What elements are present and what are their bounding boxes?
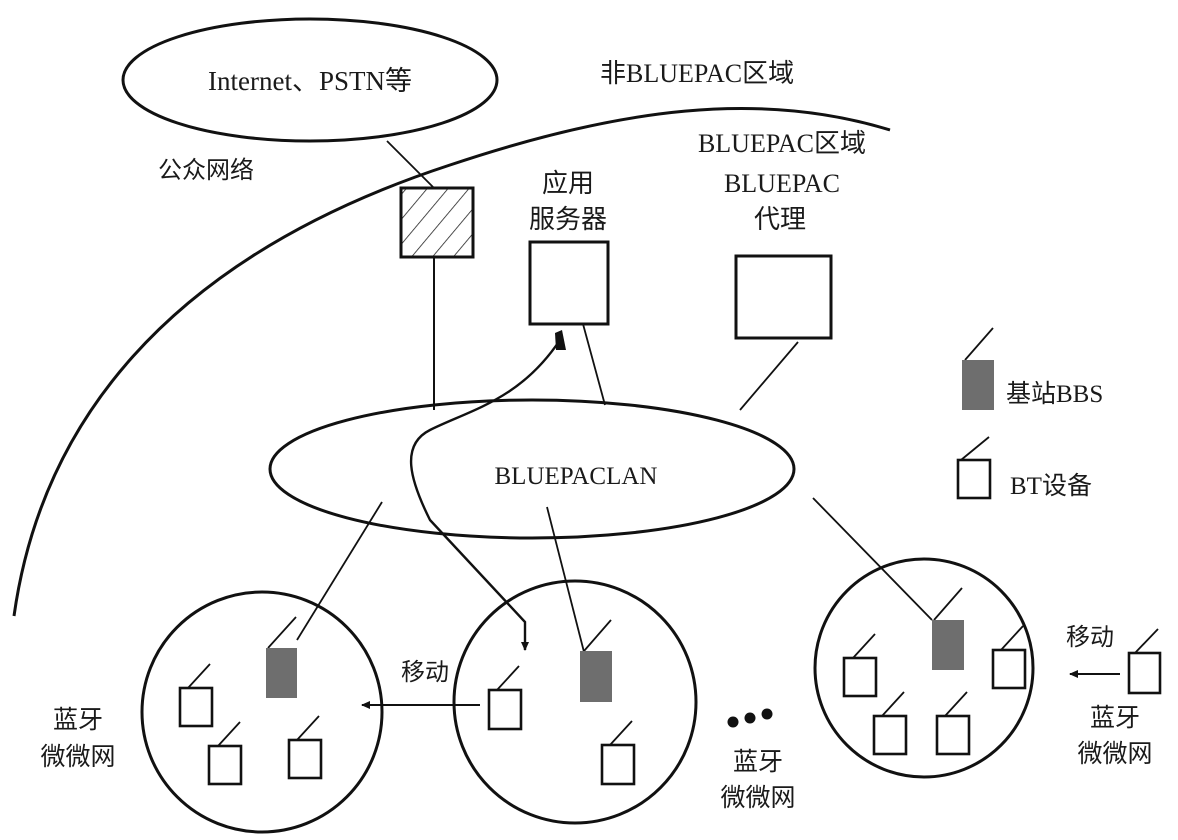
piconet-3-label-line2: 微微网: [1077, 739, 1152, 768]
lan-to-bbs2-link: [546, 506, 585, 653]
bt-device: [935, 691, 971, 756]
bt-device-incoming: [1127, 628, 1162, 695]
bluepac-lan: BLUEPACLAN: [268, 398, 796, 540]
base-station: [266, 616, 297, 698]
public-network-cloud: Internet、PSTN等: [121, 17, 499, 143]
bt-device: [600, 720, 636, 786]
bt-device: [991, 625, 1027, 690]
lan-to-bbs1-link: [296, 501, 383, 641]
app-server-to-lan-link: [582, 323, 606, 406]
bluepac-agent-box: [734, 254, 833, 340]
bluepac-region-label: BLUEPAC区域: [698, 129, 866, 158]
piconet-3-label-line1: 蓝牙: [1090, 703, 1140, 732]
app-server-label-line1: 应用: [542, 169, 594, 199]
antenna-icon: [964, 327, 994, 361]
gateway-to-public-link: [386, 140, 435, 189]
region-boundary-curve: [12, 106, 891, 617]
base-station: [932, 587, 964, 670]
app-server-label-line2: 服务器: [529, 205, 607, 235]
piconet-1: [140, 590, 384, 834]
piconet-2-label-line1: 蓝牙: [733, 747, 783, 776]
bt-device: [178, 663, 214, 728]
lan-to-bbs3-link: [812, 497, 933, 621]
legend-base-station-label: 基站BBS: [1006, 380, 1103, 408]
legend-base-station: 基站BBS: [962, 327, 1103, 410]
bt-device: [872, 691, 908, 756]
bt-device: [207, 721, 243, 786]
agent-to-lan-link: [739, 341, 799, 411]
base-station-icon: [962, 360, 994, 410]
non-bluepac-region-label: 非BLUEPAC区域: [600, 59, 794, 88]
bluepac-agent-label-line1: BLUEPAC: [724, 169, 840, 198]
public-network-label: 公众网络: [158, 156, 254, 184]
public-network-cloud-label: Internet、PSTN等: [208, 66, 412, 96]
handover-arrowhead-up: [555, 330, 566, 350]
base-station: [580, 619, 612, 702]
antenna-icon: [960, 436, 990, 461]
piconet-2-label-line2: 微微网: [720, 783, 795, 812]
bt-device-moving: [487, 665, 523, 731]
piconet-2: [452, 579, 698, 825]
legend-bt-device: BT设备: [956, 436, 1092, 500]
bluepac-lan-label: BLUEPACLAN: [495, 463, 658, 490]
app-server-box: [528, 240, 610, 326]
piconet-1-label-line2: 微微网: [40, 742, 115, 771]
bt-device-icon: [956, 458, 992, 500]
move-label-right: 移动: [1066, 623, 1114, 651]
bluepac-agent-label-line2: 代理: [754, 205, 806, 235]
piconet-1-label-line1: 蓝牙: [53, 705, 103, 734]
move-label-left: 移动: [401, 658, 449, 686]
gateway-box: [399, 186, 475, 259]
legend-bt-device-label: BT设备: [1010, 472, 1092, 500]
bt-device: [287, 715, 323, 780]
legend: 基站BBS BT设备: [956, 327, 1103, 500]
more-piconets-ellipsis: [727, 708, 773, 728]
handover-path-arrow: [409, 339, 561, 651]
piconet-3: [813, 557, 1035, 779]
bt-device: [842, 633, 878, 698]
